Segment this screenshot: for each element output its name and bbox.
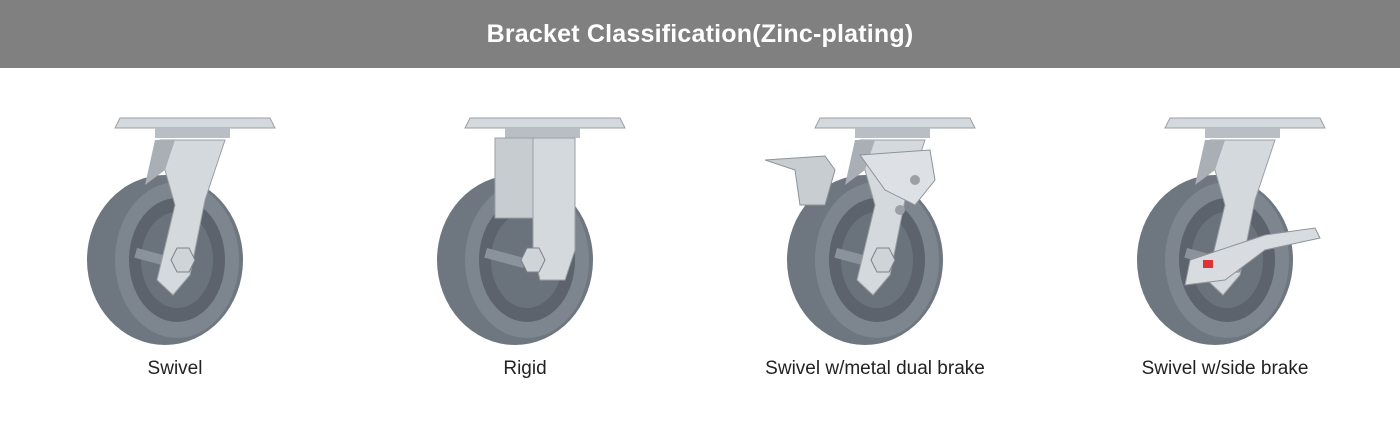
dual-brake-caster-image [765, 117, 976, 345]
caster-item-dual-brake: Swivel w/metal dual brake [700, 100, 1050, 400]
caster-label: Swivel w/metal dual brake [765, 358, 985, 379]
caster-label: Rigid [503, 358, 547, 379]
caster-label: Swivel w/side brake [1141, 358, 1309, 379]
section-title: Bracket Classification(Zinc-plating) [486, 19, 914, 48]
side-brake-caster-image [1137, 117, 1326, 345]
swivel-caster-image [87, 117, 276, 345]
section-header: Bracket Classification(Zinc-plating) [0, 0, 1400, 68]
caster-item-swivel: Swivel [0, 100, 350, 400]
caster-item-side-brake: Swivel w/side brake [1050, 100, 1400, 400]
rigid-caster-image [437, 117, 626, 345]
caster-item-rigid: Rigid [350, 100, 700, 400]
caster-label: Swivel [147, 358, 203, 379]
